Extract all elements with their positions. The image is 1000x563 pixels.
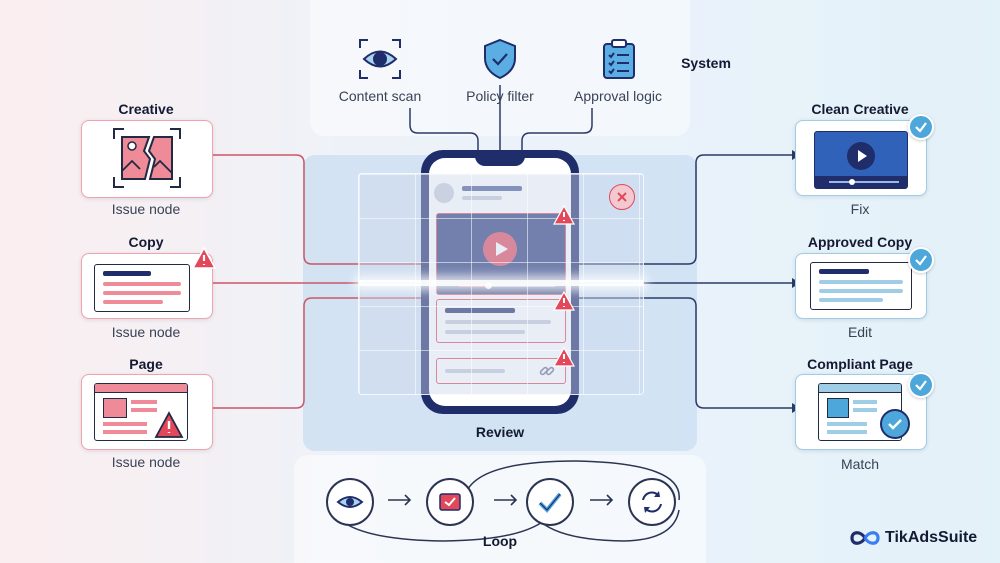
page-window — [94, 383, 188, 441]
check-icon — [908, 247, 934, 273]
clipboard-check-icon — [602, 38, 636, 80]
approved-copy-card — [795, 253, 927, 319]
loop-flag-icon — [426, 478, 474, 526]
brand-name: TikAdsSuite — [885, 529, 978, 546]
tool-label-policy-filter: Policy filter — [466, 88, 534, 104]
tool-label-content-scan: Content scan — [338, 88, 422, 104]
review-label: Review — [475, 424, 525, 440]
check-icon — [908, 114, 934, 140]
system-title: System — [681, 55, 731, 71]
left-title-copy: Copy — [128, 234, 164, 250]
brand-logo-icon — [848, 528, 882, 548]
scan-overlay — [358, 173, 644, 395]
page-issue-card — [81, 374, 213, 450]
loop-label: Loop — [482, 533, 518, 549]
left-caption-copy: Issue node — [111, 324, 181, 340]
right-title-approved-copy: Approved Copy — [807, 234, 913, 250]
copy-issue-card — [81, 253, 213, 319]
eye-icon — [358, 38, 402, 80]
loop-refresh-icon — [628, 478, 676, 526]
compliant-page-card — [795, 374, 927, 450]
tool-label-approval-logic: Approval logic — [574, 88, 662, 104]
copy-text-block — [94, 264, 190, 312]
left-caption-page: Issue node — [111, 454, 181, 470]
right-title-clean-creative: Clean Creative — [811, 101, 909, 117]
warning-icon — [553, 291, 575, 311]
right-title-compliant-page: Compliant Page — [807, 356, 913, 372]
right-caption-edit: Edit — [847, 324, 873, 340]
left-title-creative: Creative — [118, 101, 174, 117]
check-icon — [880, 409, 910, 439]
right-caption-fix: Fix — [850, 201, 870, 217]
creative-issue-card — [81, 120, 213, 198]
page-window — [818, 383, 902, 441]
shield-check-icon — [482, 38, 518, 80]
loop-eye-icon — [326, 478, 374, 526]
left-title-page: Page — [129, 356, 163, 372]
loop-check-icon — [526, 478, 574, 526]
play-icon — [847, 142, 875, 170]
warning-icon — [154, 411, 184, 439]
left-caption-creative: Issue node — [111, 201, 181, 217]
clean-creative-card — [795, 120, 927, 196]
close-icon[interactable] — [609, 184, 635, 210]
warning-icon — [553, 205, 575, 225]
warning-icon — [191, 246, 217, 270]
broken-image-icon — [112, 127, 182, 189]
video-thumbnail — [814, 131, 908, 189]
copy-text-block — [810, 262, 912, 310]
right-caption-match: Match — [840, 456, 880, 472]
check-icon — [908, 372, 934, 398]
warning-icon — [553, 347, 575, 367]
